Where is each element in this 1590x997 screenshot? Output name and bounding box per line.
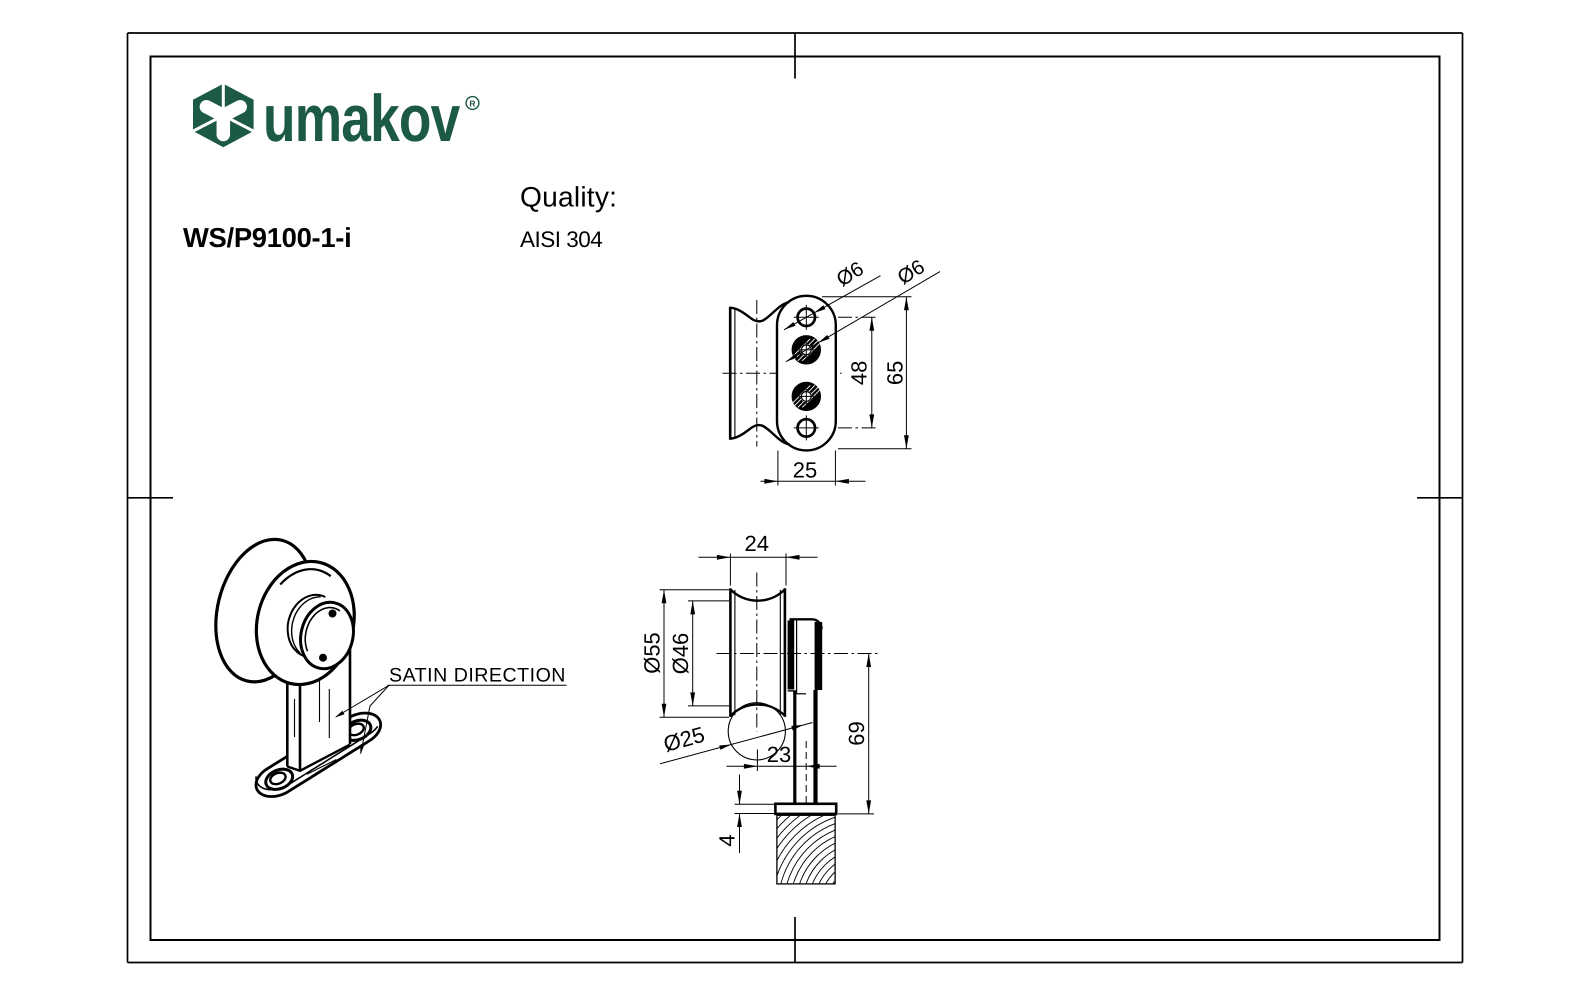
svg-text:Ø46: Ø46 [668,633,693,675]
svg-text:WS/P9100-1-i: WS/P9100-1-i [183,222,351,253]
svg-text:48: 48 [847,361,872,385]
svg-text:24: 24 [744,531,768,556]
svg-text:SATIN DIRECTION: SATIN DIRECTION [389,665,566,687]
svg-text:23: 23 [767,742,791,767]
svg-text:4: 4 [715,834,740,846]
svg-text:Ø55: Ø55 [640,632,665,674]
svg-text:Quality:: Quality: [520,181,617,213]
svg-text:umakov: umakov [263,81,460,155]
svg-text:65: 65 [883,361,908,385]
svg-text:AISI 304: AISI 304 [520,227,602,252]
svg-text:R: R [469,99,475,109]
svg-text:69: 69 [844,721,869,745]
svg-text:25: 25 [793,458,817,483]
